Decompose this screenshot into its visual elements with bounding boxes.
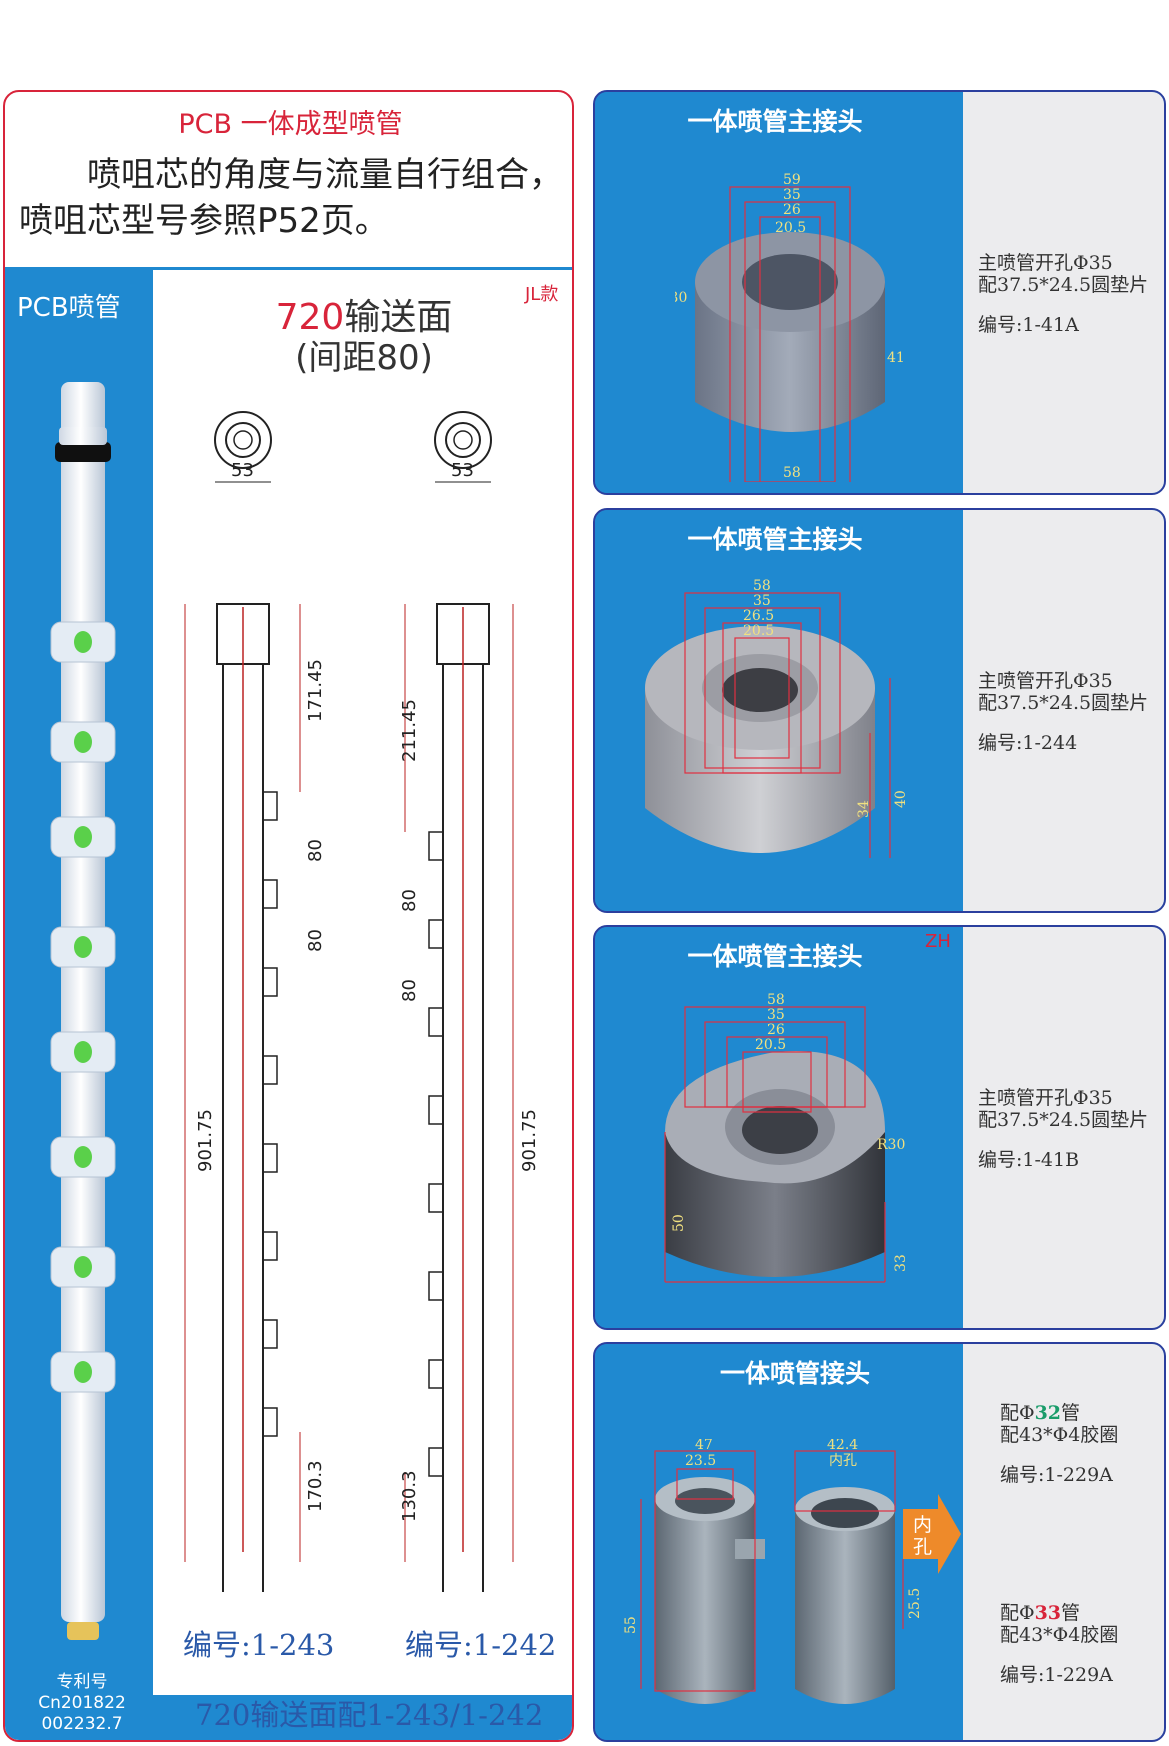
dim: 58 [767,992,785,1008]
dim: 20.5 [755,1037,786,1053]
spec-line: 主喷管开孔Φ35 [978,670,1113,692]
dim: 25.5 [907,1588,923,1619]
spec-line: 配43*Φ4胶圈 [1000,1624,1119,1646]
dim: 20.5 [743,623,774,639]
dim: 内孔 [829,1453,857,1469]
dim: 35 [753,593,771,609]
pcb-pipe-label: PCB喷管 [17,293,121,323]
arrow-label: 内孔 [913,1514,933,1558]
dim-spacing: 80 [305,929,326,952]
code-1-243: 编号:1-243 [183,1628,335,1662]
spec-line: 配Φ32管 [1000,1402,1081,1424]
dim: 58 [783,465,801,481]
product-title: 一体喷管接头 [719,1359,870,1388]
patent-number: 专利号 Cn201822 002232.7 [27,1672,137,1735]
dim: 35 [767,1007,785,1023]
spec-line: 配Φ33管 [1000,1602,1081,1624]
spec-block-32: 配Φ32管 配43*Φ4胶圈 编号:1-229A [1000,1402,1118,1486]
product-code: 编号:1-41A [978,314,1079,336]
drawing-1-242: 53 211.45 80 80 901.75 130.3 [399,411,540,1592]
dim-bottom: 170.3 [305,1460,326,1512]
dim: 41 [887,350,905,366]
dim-total: 901.75 [519,1109,540,1172]
dim: 26 [783,202,801,218]
conveyor-title: 720输送面 [153,288,572,340]
conveyor-spacing: (间距80) [295,338,433,378]
dim: 59 [783,172,801,188]
dim: 50 [671,1214,687,1232]
product-title: 一体喷管主接头 [687,942,863,971]
product-code: 编号:1-41B [978,1149,1080,1171]
dim: 42.4 [827,1439,858,1453]
dim: R30 [675,290,687,306]
dim: 40 [893,790,909,808]
patent-line: 002232.7 [41,1714,123,1734]
left-title: PCB 一体成型喷管 [178,109,403,140]
spec-block: 主喷管开孔Φ35 配37.5*24.5圆垫片 编号:1-41A [978,252,1148,336]
dim: 26 [767,1022,785,1038]
dim-top: 171.45 [305,659,326,722]
dim-spacing: 80 [305,839,326,862]
spec-line: 主喷管开孔Φ35 [978,252,1113,274]
dim: 20.5 [775,220,806,236]
code-1-242: 编号:1-242 [405,1628,557,1662]
width-dim: 53 [231,460,254,481]
spec-line: 配37.5*24.5圆垫片 [978,274,1149,296]
dim: 47 [695,1439,713,1453]
zh-mark: ZH [925,931,951,952]
dim-top: 211.45 [399,699,420,762]
product-code: 编号:1-229A [1000,1464,1113,1486]
footer-label: 720输送面配1-243/1-242 [195,1698,544,1732]
conveyor-title-text: 输送面 [344,297,453,338]
spec-line: 配43*Φ4胶圈 [1000,1424,1119,1446]
left-description: 喷咀芯的角度与流量自行组合，喷咀芯型号参照P52页。 [19,155,563,241]
product-card-1-41a: 一体喷管主接头 59 35 26 20.5 R30 41 58 主喷管开孔Φ35… [593,90,1166,495]
dim-spacing: 80 [399,979,420,1002]
spec-block: 主喷管开孔Φ35 配37.5*24.5圆垫片 编号:1-244 [978,670,1148,754]
dim-spacing: 80 [399,889,420,912]
dim-bottom: 130.3 [399,1470,420,1522]
spec-line: 主喷管开孔Φ35 [978,1087,1113,1109]
arrow-icon [903,1494,961,1574]
patent-line: 专利号 [56,1672,108,1692]
dim: 35 [783,187,801,203]
product-title: 一体喷管主接头 [687,525,863,554]
part-image-1-41b: 58 35 26 20.5 R30 50 33 [664,992,909,1283]
spec-line: 配37.5*24.5圆垫片 [978,692,1149,714]
conveyor-width: 720 [275,297,345,338]
dim: 26.5 [743,608,774,624]
spec-block-33: 配Φ33管 配43*Φ4胶圈 编号:1-229A [1000,1602,1118,1686]
jl-label: JL款 [525,284,559,305]
product-card-1-244: 一体喷管主接头 58 35 26.5 20.5 34 40 主喷管开孔Φ35 配… [593,508,1166,913]
dim-total: 901.75 [195,1109,216,1172]
product-code: 编号:1-244 [978,732,1078,754]
pcb-pipe-image [50,382,116,1640]
product-card-1-229a: 一体喷管接头 47 23.5 42.4 内孔 55 25.5 内孔 配Φ32管 … [593,1342,1166,1742]
dim: 23.5 [685,1453,716,1469]
patent-line: Cn201822 [38,1693,126,1713]
dim: 34 [856,800,872,818]
spec-line: 配37.5*24.5圆垫片 [978,1109,1149,1131]
dim: 58 [753,578,771,594]
left-card: PCB 一体成型喷管 喷咀芯的角度与流量自行组合，喷咀芯型号参照P52页。 PC… [3,90,574,1742]
part-image-1-41a: 59 35 26 20.5 R30 41 58 [675,172,905,482]
part-image-1-229a: 47 23.5 42.4 内孔 55 25.5 [623,1439,923,1704]
part-image-1-244: 58 35 26.5 20.5 34 40 [645,578,909,858]
product-title: 一体喷管主接头 [687,107,863,136]
dim: 55 [623,1616,639,1634]
dim: 33 [893,1254,909,1272]
width-dim: 53 [451,460,474,481]
drawing-1-243: 53 901.75 171.45 80 80 170.3 [184,411,326,1592]
product-code: 编号:1-229A [1000,1664,1113,1686]
dim: R30 [877,1137,905,1153]
spec-block: 主喷管开孔Φ35 配37.5*24.5圆垫片 编号:1-41B [978,1087,1148,1171]
product-card-1-41b: 一体喷管主接头 ZH 58 35 26 20.5 R30 50 33 主喷管开孔… [593,925,1166,1330]
